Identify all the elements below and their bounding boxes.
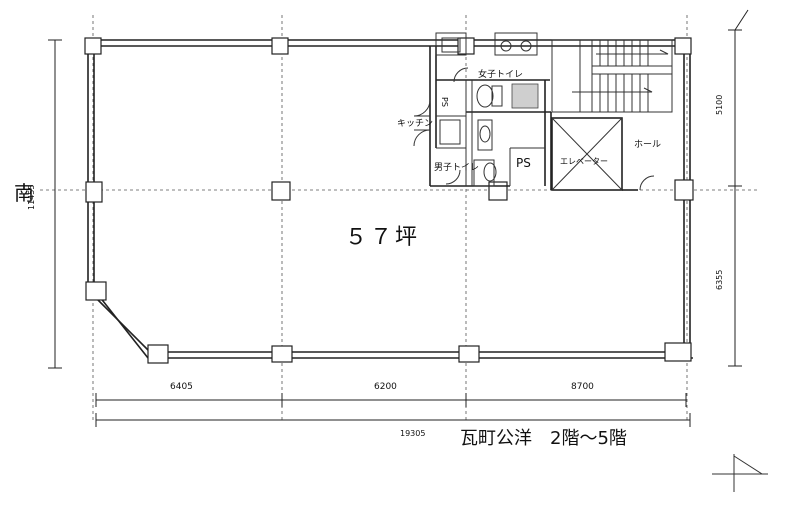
service-core	[413, 32, 552, 190]
column	[85, 281, 107, 301]
column	[458, 345, 480, 363]
column	[85, 181, 103, 203]
dim-right-top: 5100	[715, 95, 724, 115]
hall-label: ホール	[634, 139, 661, 150]
direction-label: 南	[14, 181, 34, 205]
dim-bottom-2: 6200	[374, 382, 397, 392]
north-arrow-icon	[712, 454, 768, 492]
mens-toilet-label: 男子トイレ	[434, 162, 479, 173]
ps-large-label: PS	[516, 156, 531, 170]
dim-bottom-1: 6405	[170, 382, 193, 392]
elevator-shaft	[551, 117, 655, 191]
ps-small-label: PS	[440, 97, 449, 107]
column	[674, 37, 692, 55]
outer-walls	[87, 39, 693, 359]
column	[488, 181, 508, 201]
dim-right-bottom: 6355	[715, 270, 724, 290]
column	[84, 37, 102, 55]
dimension-lines	[48, 9, 749, 427]
column	[147, 344, 169, 364]
area-label: ５７坪	[345, 225, 420, 250]
kitchen-label: キッチン	[397, 118, 433, 129]
structural-columns	[84, 37, 694, 364]
dim-left-height: 11455	[27, 185, 36, 210]
dim-total-width: 19305	[400, 429, 425, 438]
elevator-label: エレベーター	[560, 157, 608, 166]
column	[271, 37, 289, 55]
plan-caption: 瓦町公洋 2階～5階	[460, 428, 627, 449]
column	[271, 345, 293, 363]
column	[674, 179, 694, 201]
ladies-toilet-label: 女子トイレ	[478, 68, 523, 80]
toilet-fixture	[511, 83, 539, 109]
column	[664, 342, 692, 362]
column	[271, 181, 291, 201]
dim-bottom-3: 8700	[571, 382, 594, 392]
stairwell	[551, 39, 673, 113]
